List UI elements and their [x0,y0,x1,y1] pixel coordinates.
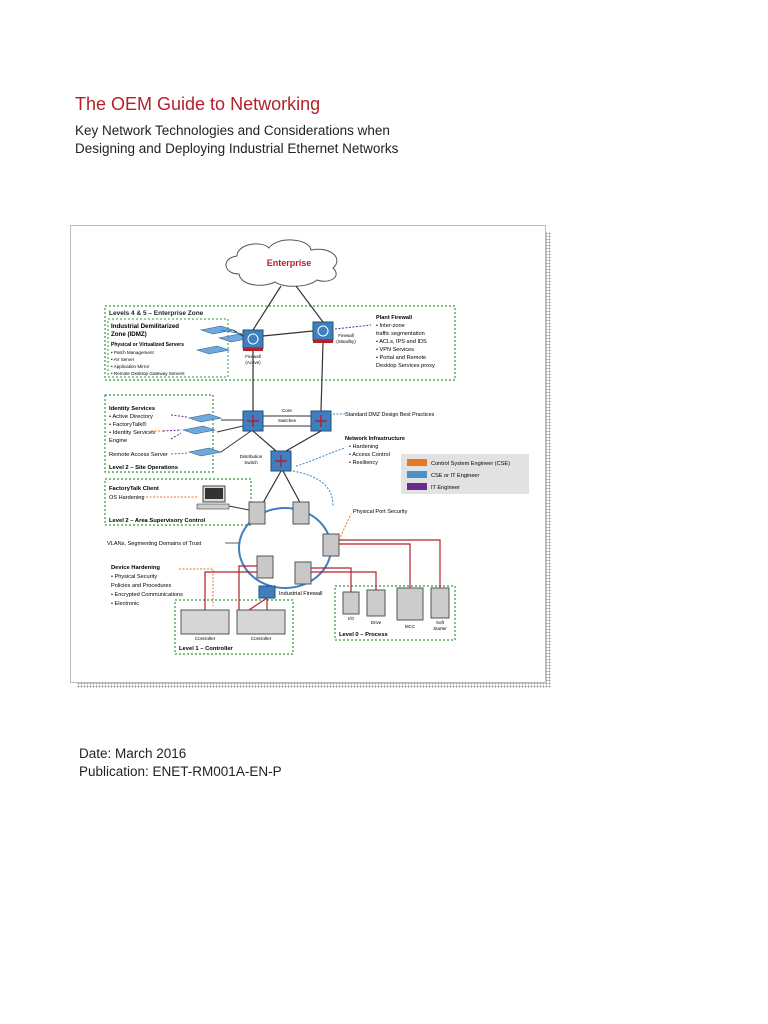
document-meta: Date: March 2016 Publication: ENET-RM001… [79,745,282,781]
core-switches-label: Switches [278,418,297,423]
soft-starter-icon [430,587,450,619]
distribution-switch-label: Distribution [240,454,263,459]
legend-swatch-cse [407,459,427,466]
level1-box [174,599,294,655]
idmz-item: • Patch Management [111,350,154,355]
netinfra-item: • Access Control [349,452,390,458]
device-hardening-item: Policies and Procedures [111,583,172,589]
controller-label: Controller [251,636,272,642]
level0-box [334,585,456,641]
drive-label: Drive [371,620,382,625]
mcc-label: MCC [405,624,416,629]
plant-firewall-item: traffic segmentation [376,331,425,337]
enterprise-cloud-icon [225,239,338,287]
computer-icon [196,485,230,510]
idmz-item: • AV Server [111,357,135,362]
date-line: Date: March 2016 [79,746,187,761]
idmz-box [107,318,229,378]
industrial-firewall-label: Industrial Firewall [279,591,323,597]
idmz-item: • Remote Desktop Gateway Servers [111,371,185,376]
plant-firewall-item: • Inter-zone [376,323,405,329]
firewall-standby-label: (Standby) [336,339,356,344]
legend-swatch-it [407,483,427,490]
soft-starter-label: Soft [436,620,445,625]
subtitle-line-2: Designing and Deploying Industrial Ether… [75,141,399,156]
standard-dmz-label: Standard DMZ Design Best Practices [345,412,435,418]
idmz-servers-label: Physical or Virtualized Servers [111,342,184,348]
netinfra-item: • Hardening [349,444,378,450]
enterprise-label: Enterprise [267,258,312,268]
netinfra-title: Network Infrastructure [345,436,405,442]
identity-item: • Active Directory [109,414,153,420]
device-links [204,539,441,610]
vlans-label: VLANs, Segmenting Domains of Trust [107,541,202,547]
enterprise-zone-label: Levels 4 & 5 – Enterprise Zone [109,310,204,317]
level0-label: Level 0 – Process [339,632,388,638]
os-hardening-label: OS Hardening [109,495,144,501]
plant-firewall-item: • Portal and Remote [376,355,426,361]
legend-label: IT Engineer [431,485,460,491]
core-switch-icon [242,410,332,432]
switch-icon [248,501,340,599]
core-switches-label: Core [282,408,292,413]
level1-label: Level 1 – Controller [179,646,234,652]
plant-firewall-item: • ACLs, IPS and IDS [376,339,427,345]
device-hardening-title: Device Hardening [111,565,160,571]
io-label: I/O [348,616,355,621]
network-diagram: Enterprise Levels 4 & 5 – Enterprise Zon… [104,239,529,655]
io-icon [342,591,360,615]
device-hardening-item: • Electronic [111,601,139,607]
it-link [334,324,372,330]
identity-item: Engine [109,438,127,444]
level2-site-label: Level 2 – Site Operations [109,465,178,471]
legend-swatch-cse-it [407,471,427,478]
legend-label: CSE or IT Engineer [431,473,480,479]
firewall-standby-label: Firewall [338,333,354,338]
drive-icon [366,589,386,617]
legend-label: Control System Engineer (CSE) [431,461,510,467]
identity-item: • Identity Services [109,430,155,436]
idmz-title-1: Industrial Demilitarized [111,323,179,330]
remote-access-label: Remote Access Server [109,452,168,458]
firewall-active-icon [242,329,264,351]
idmz-item: • Application Mirror [111,364,150,369]
distribution-switch-icon [270,450,292,472]
document-title: The OEM Guide to Networking [75,94,321,114]
controller-label: Controller [195,636,216,642]
document-subtitle: Key Network Technologies and Considerati… [75,122,398,158]
identity-item: • FactoryTalk® [109,421,147,428]
firewall-standby-icon [312,321,334,343]
soft-starter-label: Starter [433,626,447,631]
server-icon [181,413,223,457]
subtitle-line-1: Key Network Technologies and Considerati… [75,123,390,138]
plant-firewall-title: Plant Firewall [376,315,413,321]
network-diagram-figure: Enterprise Levels 4 & 5 – Enterprise Zon… [70,225,546,683]
factorytalk-client-label: FactoryTalk Client [109,486,159,492]
enterprise-links [232,285,324,412]
device-hardening-item: • Physical Security [111,574,157,580]
plant-firewall-item: Desktop Services proxy [376,363,435,369]
controller-icon [180,609,286,635]
distribution-switch-label: Switch [244,460,258,465]
mcc-icon [396,587,424,621]
device-hardening-item: • Encrypted Communications [111,592,183,598]
publication-line: Publication: ENET-RM001A-EN-P [79,764,282,779]
netinfra-item: • Resiliency [349,460,378,466]
idmz-title-2: Zone (IDMZ) [111,331,147,338]
level2-area-label: Level 2 – Area Supervisory Control [109,518,206,524]
site-operations-box [104,394,214,473]
physical-port-label: Physical Port Security [353,509,408,515]
identity-title: Identity Services [109,406,155,412]
plant-firewall-item: • VPN Services [376,347,414,353]
